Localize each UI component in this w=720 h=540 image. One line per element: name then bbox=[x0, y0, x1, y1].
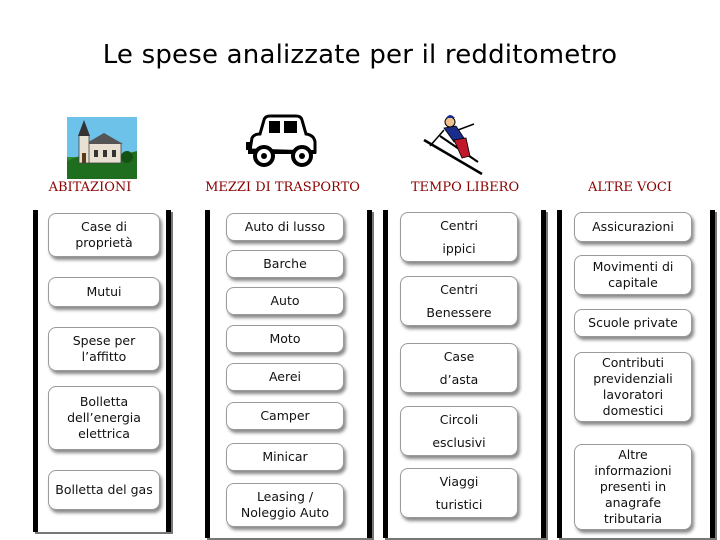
item-mutui: Mutui bbox=[48, 277, 160, 307]
item-bolletta-energia-elettrica: Bolletta dell’energia elettrica bbox=[48, 386, 160, 450]
item-aerei: Aerei bbox=[226, 363, 344, 391]
slide-title: Le spese analizzate per il redditometro bbox=[102, 40, 618, 70]
item-moto: Moto bbox=[226, 325, 344, 353]
item-centri-ippici: Centri ippici bbox=[400, 212, 518, 262]
item-scuole-private: Scuole private bbox=[574, 309, 692, 337]
item-movimenti-di-capitale: Movimenti di capitale bbox=[574, 255, 692, 295]
skier-icon bbox=[423, 115, 483, 176]
item-altre-informazioni: Altre informazioni presenti in anagrafe … bbox=[574, 444, 692, 530]
church-icon bbox=[67, 117, 137, 179]
item-auto-di-lusso: Auto di lusso bbox=[226, 213, 344, 241]
item-viaggi-turistici: Viaggi turistici bbox=[400, 468, 518, 518]
item-bolletta-del-gas: Bolletta del gas bbox=[48, 470, 160, 510]
item-assicurazioni: Assicurazioni bbox=[574, 212, 692, 242]
column-header-abitazioni: ABITAZIONI bbox=[48, 180, 132, 195]
item-centri-benessere: Centri Benessere bbox=[400, 276, 518, 326]
item-contributi-previdenziali: Contributi previdenziali lavoratori dome… bbox=[574, 352, 692, 422]
item-case-dasta: Case d’asta bbox=[400, 343, 518, 393]
item-circoli-esclusivi: Circoli esclusivi bbox=[400, 406, 518, 456]
item-camper: Camper bbox=[226, 402, 344, 430]
item-auto: Auto bbox=[226, 287, 344, 315]
item-spese-per-laffitto: Spese per l’affitto bbox=[48, 327, 160, 371]
column-header-tempo-libero: TEMPO LIBERO bbox=[410, 180, 520, 195]
item-leasing-noleggio-auto: Leasing / Noleggio Auto bbox=[226, 483, 344, 527]
item-minicar: Minicar bbox=[226, 443, 344, 471]
item-case-di-proprieta: Case di proprietà bbox=[48, 213, 160, 257]
column-header-altre-voci: ALTRE VOCI bbox=[588, 180, 672, 195]
item-barche: Barche bbox=[226, 250, 344, 278]
car-icon bbox=[246, 114, 317, 167]
column-header-mezzi-di-trasporto: MEZZI DI TRASPORTO bbox=[205, 180, 360, 195]
